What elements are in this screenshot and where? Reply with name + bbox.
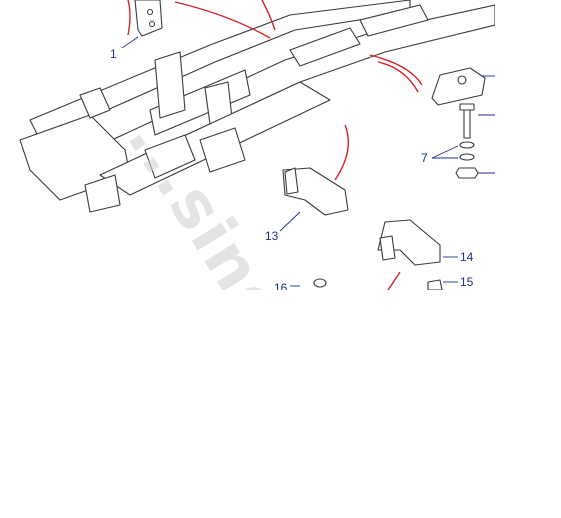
part-15 (427, 279, 443, 290)
chassis-frame-drawing (19, 0, 495, 290)
bolt-part (463, 107, 471, 139)
spring-tower-left (144, 134, 196, 179)
outrigger-1 (154, 51, 186, 119)
callout-16[interactable]: 16 (274, 281, 288, 290)
top-bracket (134, 0, 163, 37)
washer-2 (459, 153, 475, 161)
bracket-front (79, 87, 111, 119)
callout-7[interactable]: 7 (421, 151, 428, 165)
callout-14[interactable]: 14 (460, 250, 474, 264)
cross-member-rear-2 (359, 4, 429, 37)
callout-13[interactable]: 13 (265, 229, 279, 243)
bracket-13 (282, 167, 349, 216)
part-16 (313, 278, 327, 288)
spring-tower-right (199, 127, 246, 173)
connection-curves (127, 0, 423, 290)
callout-1[interactable]: 1 (110, 47, 117, 61)
front-leg (84, 174, 121, 213)
nut-part (455, 167, 479, 179)
clamp-part (431, 67, 486, 106)
exploded-parts-diagram: ...sinet.ru 1 7 13 14 15 16 (0, 0, 495, 290)
cross-member-rear (289, 27, 361, 67)
washer-1 (459, 141, 475, 149)
callout-15[interactable]: 15 (460, 275, 474, 289)
leader-lines (121, 36, 495, 287)
